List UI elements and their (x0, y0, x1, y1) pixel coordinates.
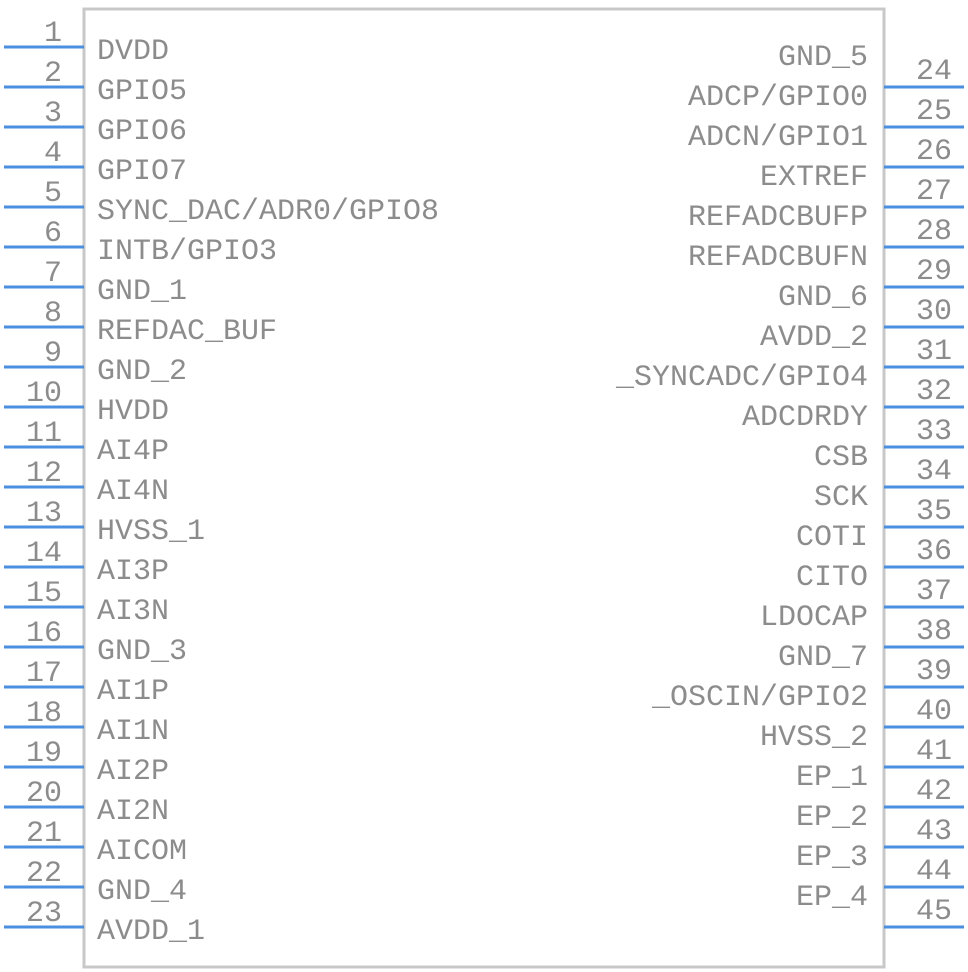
pin-name: GND_5 (778, 41, 868, 75)
pin-number: 18 (26, 697, 62, 731)
pin-number: 30 (916, 295, 952, 329)
pin-number: 35 (916, 495, 952, 529)
pin-number: 4 (44, 137, 62, 171)
pin-name: ADCN/GPIO1 (688, 121, 868, 155)
pin-number: 29 (916, 255, 952, 289)
pin-name: EXTREF (760, 161, 868, 195)
pin-name: HVSS_1 (97, 515, 205, 549)
pin-number: 15 (26, 577, 62, 611)
pin-name: AI3N (97, 595, 169, 629)
pin-name: GND_1 (97, 275, 187, 309)
pin-number: 12 (26, 457, 62, 491)
pin-number: 22 (26, 857, 62, 891)
pin-number: 2 (44, 57, 62, 91)
pin-name: AI1P (97, 675, 169, 709)
pin-name: COTI (796, 521, 868, 555)
pin-number: 27 (916, 175, 952, 209)
pin-name: LDOCAP (760, 601, 868, 635)
pin-number: 43 (916, 815, 952, 849)
pin-number: 20 (26, 777, 62, 811)
pin-number: 37 (916, 575, 952, 609)
pin-name: AVDD_1 (97, 915, 205, 949)
pin-number: 1 (44, 17, 62, 51)
pin-name: GPIO6 (97, 115, 187, 149)
pin-name: EP_3 (796, 841, 868, 875)
pin-name: GND_7 (778, 641, 868, 675)
pin-name: GND_4 (97, 875, 187, 909)
pin-number: 45 (916, 895, 952, 929)
pin-name: ADCDRDY (742, 401, 868, 435)
pin-number: 21 (26, 817, 62, 851)
pin-number: 17 (26, 657, 62, 691)
pin-number: 8 (44, 297, 62, 331)
pin-number: 10 (26, 377, 62, 411)
pin-number: 6 (44, 217, 62, 251)
pin-number: 25 (916, 95, 952, 129)
pin-name: EP_2 (796, 801, 868, 835)
right-pin-group: 24 GND_5 25 ADCP/GPIO0 26 ADCN/GPIO1 27 EXTREF 2… (615, 41, 964, 929)
pin-name: GND_6 (778, 281, 868, 315)
pin-number: 34 (916, 455, 952, 489)
pin-number: 26 (916, 135, 952, 169)
pin-number: 39 (916, 655, 952, 689)
pin-number: 16 (26, 617, 62, 651)
pin-number: 31 (916, 335, 952, 369)
pin-name: HVSS_2 (760, 721, 868, 755)
pin-name: GPIO7 (97, 155, 187, 189)
pin-name: AICOM (97, 835, 187, 869)
pin-name: _SYNCADC/GPIO4 (615, 361, 868, 395)
pin-name: SCK (814, 481, 868, 515)
pin-name: _OSCIN/GPIO2 (651, 681, 868, 715)
pin-name: AI2P (97, 755, 169, 789)
pin-name: HVDD (97, 395, 169, 429)
pin-number: 9 (44, 337, 62, 371)
pin-name: DVDD (97, 35, 169, 69)
pin-number: 14 (26, 537, 62, 571)
pin-name: CITO (796, 561, 868, 595)
pin-name: AI4P (97, 435, 169, 469)
pin-name: REFADCBUFP (688, 201, 868, 235)
pin-number: 38 (916, 615, 952, 649)
pin-number: 40 (916, 695, 952, 729)
pin-number: 13 (26, 497, 62, 531)
pin-number: 19 (26, 737, 62, 771)
pin-number: 32 (916, 375, 952, 409)
pin-number: 23 (26, 897, 62, 931)
pin-name: GND_2 (97, 355, 187, 389)
pin-name: GPIO5 (97, 75, 187, 109)
pin-number: 5 (44, 177, 62, 211)
pin-name: AVDD_2 (760, 321, 868, 355)
pin-number: 33 (916, 415, 952, 449)
pin-name: EP_4 (796, 881, 868, 915)
pin-name: REFDAC_BUF (97, 315, 277, 349)
pin-name: GND_3 (97, 635, 187, 669)
pin-name: AI3P (97, 555, 169, 589)
pin-number: 3 (44, 97, 62, 131)
pin-number: 28 (916, 215, 952, 249)
pin-number: 44 (916, 855, 952, 889)
pin-name: CSB (814, 441, 868, 475)
pin-number: 41 (916, 735, 952, 769)
pin-number: 24 (916, 55, 952, 89)
pin-name: AI4N (97, 475, 169, 509)
pin-name: ADCP/GPIO0 (688, 81, 868, 115)
pin-name: EP_1 (796, 761, 868, 795)
pin-name: AI2N (97, 795, 169, 829)
pin-name: SYNC_DAC/ADR0/GPIO8 (97, 195, 439, 229)
pin-number: 7 (44, 257, 62, 291)
pin-number: 11 (26, 417, 62, 451)
pin-name: REFADCBUFN (688, 241, 868, 275)
pin-name: AI1N (97, 715, 169, 749)
pin-number: 42 (916, 775, 952, 809)
pin-number: 36 (916, 535, 952, 569)
pin-name: INTB/GPIO3 (97, 235, 277, 269)
